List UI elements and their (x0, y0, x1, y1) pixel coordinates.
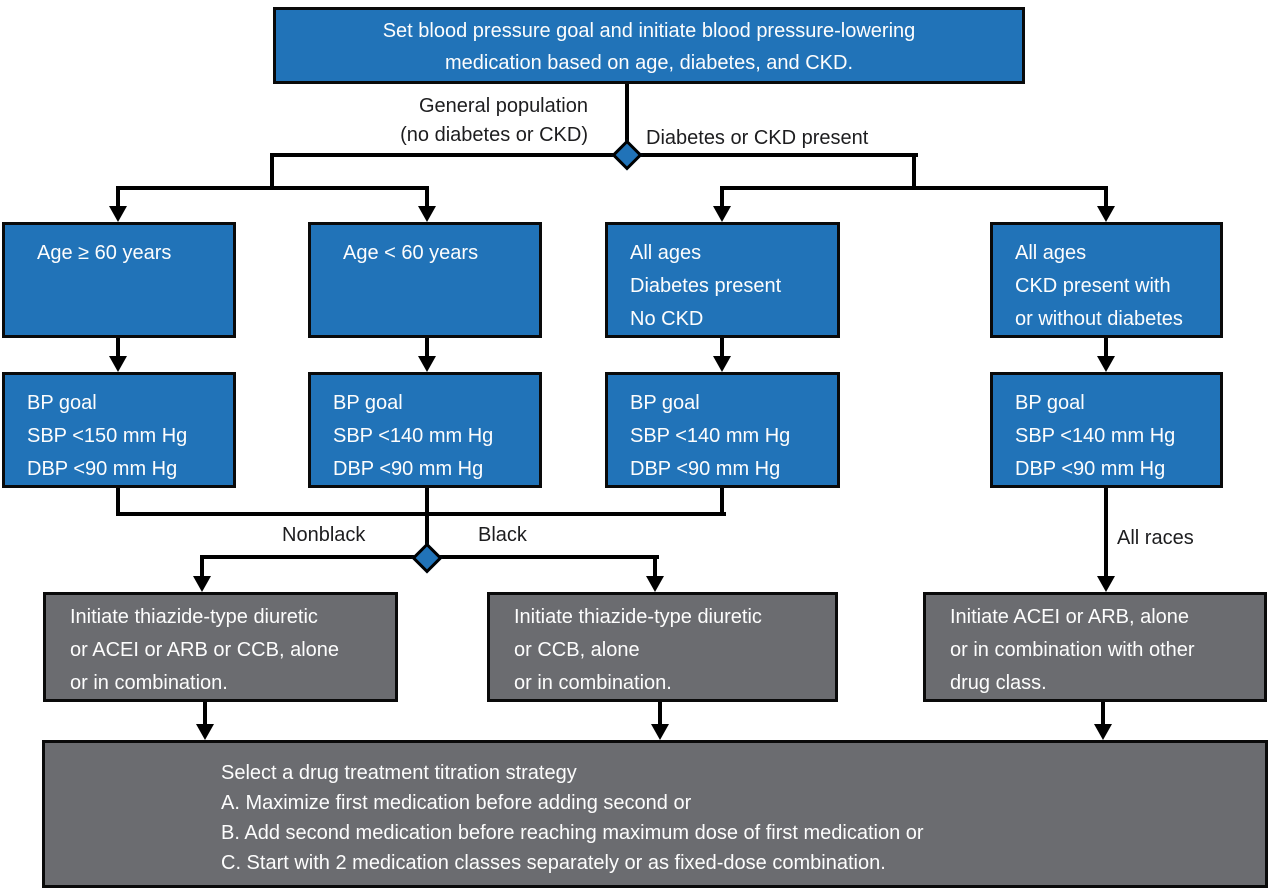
arrowhead-down-icon (651, 724, 669, 740)
connector-arrow-stem (425, 338, 429, 358)
connector-left-drop (270, 153, 274, 190)
box-text-line: Age < 60 years (343, 242, 479, 264)
population-box-diabetes: All ages Diabetes present No CKD (605, 222, 840, 338)
arrowhead-down-icon (196, 724, 214, 740)
arrowhead-down-icon (109, 356, 127, 372)
bp-goal-box-2: BP goal SBP <140 mm Hg DBP <90 mm Hg (308, 372, 542, 488)
population-box-age-ge-60: Age ≥ 60 years (2, 222, 236, 338)
box-text-line: DBP <90 mm Hg (630, 458, 781, 480)
connector-race-stem (425, 512, 429, 550)
box-text-line: BP goal (333, 392, 403, 414)
box-text-line: CKD present with (1015, 275, 1171, 297)
connector-arrow-stem (1104, 338, 1108, 358)
box-text-line: or in combination. (70, 672, 228, 694)
box-text-line: BP goal (27, 392, 97, 414)
box-text-line: BP goal (1015, 392, 1085, 414)
branch-label-line: (no diabetes or CKD) (400, 124, 588, 146)
connector-arrow-stem (720, 338, 724, 358)
connector-right-drop (912, 153, 916, 190)
root-box: Set blood pressure goal and initiate blo… (273, 7, 1025, 84)
connector-all-races-stem (1104, 488, 1108, 578)
connector-bp-stub (116, 488, 120, 516)
box-text-line: drug class. (950, 672, 1047, 694)
bp-goal-box-4: BP goal SBP <140 mm Hg DBP <90 mm Hg (990, 372, 1223, 488)
branch-label-black: Black (478, 524, 527, 546)
population-box-age-lt-60: Age < 60 years (308, 222, 542, 338)
bp-goal-box-3: BP goal SBP <140 mm Hg DBP <90 mm Hg (605, 372, 840, 488)
arrowhead-down-icon (1097, 206, 1115, 222)
box-text-line: Select a drug treatment titration strate… (221, 762, 577, 784)
connector-right-bus (720, 186, 1108, 190)
box-text-line: DBP <90 mm Hg (333, 458, 484, 480)
decision-diamond-population (611, 139, 643, 171)
box-text-line: C. Start with 2 medication classes separ… (221, 852, 886, 874)
treatment-box-nonblack: Initiate thiazide-type diuretic or ACEI … (43, 592, 398, 702)
box-text-line: DBP <90 mm Hg (27, 458, 178, 480)
connector-arrow-stem (116, 338, 120, 358)
box-text-line: Age ≥ 60 years (37, 242, 172, 264)
connector-left-bus (116, 186, 429, 190)
connector-race-bus (116, 512, 726, 516)
connector-bp-stub (425, 488, 429, 516)
box-text-line: Initiate ACEI or ARB, alone (950, 606, 1190, 628)
arrowhead-down-icon (646, 576, 664, 592)
connector-arrow-stem (200, 555, 204, 579)
connector-split-line (270, 153, 918, 157)
box-text-line: or in combination. (514, 672, 672, 694)
box-text-line: DBP <90 mm Hg (1015, 458, 1166, 480)
box-text-line: SBP <150 mm Hg (27, 425, 188, 447)
box-text-line: SBP <140 mm Hg (333, 425, 494, 447)
treatment-box-black: Initiate thiazide-type diuretic or CCB, … (487, 592, 838, 702)
box-text-line: or without diabetes (1015, 308, 1183, 330)
connector-arrow-stem (720, 186, 724, 210)
arrowhead-down-icon (418, 206, 436, 222)
arrowhead-down-icon (193, 576, 211, 592)
connector-arrow-stem (116, 186, 120, 210)
arrowhead-down-icon (109, 206, 127, 222)
box-text-line: or ACEI or ARB or CCB, alone (70, 639, 340, 661)
connector-arrow-stem (425, 186, 429, 210)
branch-label-general-population: General population (no diabetes or CKD) (330, 92, 588, 150)
branch-label-diabetes-ckd: Diabetes or CKD present (646, 127, 869, 149)
decision-diamond-race (411, 542, 443, 574)
branch-label-line: General population (418, 95, 588, 117)
connector-bp-stub (720, 488, 724, 516)
connector-arrow-stem (203, 702, 207, 726)
branch-label-all-races: All races (1117, 527, 1194, 549)
box-text-line: All ages (1015, 242, 1087, 264)
arrowhead-down-icon (1097, 576, 1115, 592)
box-text-line: Initiate thiazide-type diuretic (514, 606, 762, 628)
treatment-box-ckd: Initiate ACEI or ARB, alone or in combin… (923, 592, 1267, 702)
arrowhead-down-icon (713, 356, 731, 372)
box-text-line: SBP <140 mm Hg (1015, 425, 1176, 447)
connector-root-stem (625, 84, 629, 144)
arrowhead-down-icon (418, 356, 436, 372)
branch-label-nonblack: Nonblack (282, 524, 366, 546)
arrowhead-down-icon (1097, 356, 1115, 372)
box-text-line: Diabetes present (630, 275, 782, 297)
arrowhead-down-icon (713, 206, 731, 222)
box-text-line: No CKD (630, 308, 704, 330)
population-box-ckd: All ages CKD present with or without dia… (990, 222, 1223, 338)
box-text-line: BP goal (630, 392, 700, 414)
box-text-line: A. Maximize first medication before addi… (221, 792, 692, 814)
connector-arrow-stem (653, 555, 657, 579)
root-box-line: medication based on age, diabetes, and C… (444, 52, 854, 74)
box-text-line: Initiate thiazide-type diuretic (70, 606, 318, 628)
bp-goal-box-1: BP goal SBP <150 mm Hg DBP <90 mm Hg (2, 372, 236, 488)
box-text-line: B. Add second medication before reaching… (221, 822, 924, 844)
connector-arrow-stem (658, 702, 662, 726)
box-text-line: SBP <140 mm Hg (630, 425, 791, 447)
box-text-line: All ages (630, 242, 702, 264)
connector-arrow-stem (1104, 186, 1108, 210)
titration-strategy-box: Select a drug treatment titration strate… (42, 740, 1268, 888)
box-text-line: or CCB, alone (514, 639, 640, 661)
box-text-line: or in combination with other (950, 639, 1195, 661)
root-box-line: Set blood pressure goal and initiate blo… (382, 20, 916, 42)
connector-arrow-stem (1101, 702, 1105, 726)
arrowhead-down-icon (1094, 724, 1112, 740)
